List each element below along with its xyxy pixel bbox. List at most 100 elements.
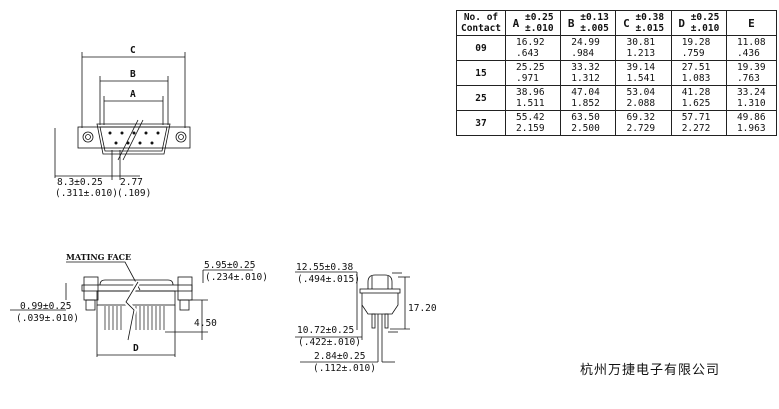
end-dim3-in: (.112±.010): [313, 363, 376, 374]
front-dim2-mm: 2.77: [120, 177, 143, 188]
value-mm: 19.39: [736, 62, 766, 73]
value-in: 2.272: [681, 123, 711, 134]
value-mm: 27.51: [681, 62, 711, 73]
col-letter: E: [748, 16, 755, 30]
dim-a-label: A: [130, 89, 136, 100]
side-dim-top-in: (.234±.010): [205, 272, 268, 283]
value-mm: 49.86: [736, 112, 766, 123]
value-mm: 38.96: [516, 87, 545, 98]
side-view-drawing: [10, 261, 253, 357]
value-mm: 63.50: [571, 112, 600, 123]
front-dim1-mm: 8.3±0.25: [57, 177, 103, 188]
end-dim2-in: (.422±.010): [298, 337, 361, 348]
value-in: .759: [681, 48, 705, 59]
value-mm: 39.14: [626, 62, 656, 73]
company-name: 杭州万捷电子有限公司: [580, 363, 721, 378]
header-col-d: D ±0.25±.010: [670, 10, 727, 36]
value-mm: 33.24: [736, 87, 766, 98]
value-mm: 69.32: [626, 112, 656, 123]
col-letter: B: [567, 16, 575, 30]
tol-mm: ±0.38: [635, 12, 665, 23]
end-dim1-mm: 12.55±0.38: [296, 262, 354, 273]
value-in: .436: [736, 48, 760, 59]
value-mm: 25.25: [516, 62, 545, 73]
dimension-table: No. of Contact A ±0.25±.010 B ±0.13±.005…: [456, 10, 778, 136]
front-dim2-in: (.109): [117, 188, 152, 199]
value-in: 2.500: [571, 123, 600, 134]
header-col-e: E: [725, 10, 778, 36]
tol-in: ±.010: [690, 23, 720, 34]
value-cell: 24.99.984: [560, 35, 617, 61]
value-in: 1.511: [516, 98, 545, 109]
tol-mm: ±0.25: [524, 12, 554, 23]
value-mm: 53.04: [626, 87, 656, 98]
col-tolerance: ±0.25±.010: [691, 12, 720, 34]
value-mm: 19.28: [681, 37, 711, 48]
front-dim1-in: (.311±.010): [55, 188, 118, 199]
value-mm: 24.99: [571, 37, 600, 48]
header-contacts: No. of Contact: [456, 10, 506, 36]
value-mm: 55.42: [516, 112, 545, 123]
dim-d-label: D: [133, 343, 139, 354]
mating-face-label: MATING FACE: [66, 252, 132, 262]
value-in: .984: [571, 48, 595, 59]
value-in: 2.088: [626, 98, 656, 109]
value-in: 1.213: [626, 48, 656, 59]
value-in: 1.963: [736, 123, 766, 134]
dim-b-label: B: [130, 69, 136, 80]
value-mm: 33.32: [571, 62, 600, 73]
end-dim1-in: (.494±.015): [297, 274, 360, 285]
front-view-drawing: [54, 52, 191, 180]
side-dim-left-in: (.039±.010): [16, 313, 79, 324]
end-dim2-mm: 10.72±0.25: [297, 325, 355, 336]
value-mm: 57.71: [681, 112, 711, 123]
value-cell: 19.39.763: [725, 60, 778, 86]
tol-in: ±.015: [635, 23, 665, 34]
value-in: 1.083: [681, 73, 711, 84]
tol-mm: ±0.25: [690, 12, 720, 23]
contacts-cell: 37: [456, 110, 506, 136]
dim-c-label: C: [130, 45, 136, 56]
value-in: 1.625: [681, 98, 711, 109]
col-letter: D: [678, 16, 685, 30]
value-mm: 47.04: [571, 87, 600, 98]
col-tolerance: ±0.13±.005: [580, 12, 609, 34]
value-mm: 30.81: [626, 37, 656, 48]
value-in: 2.159: [516, 123, 545, 134]
end-dim-height: 17.20: [408, 303, 437, 314]
header-col-b: B ±0.13±.005: [560, 10, 617, 36]
value-cell: 19.28.759: [670, 35, 727, 61]
side-dim-left-mm: 0.99±0.25: [20, 301, 72, 312]
header-col-c: C ±0.38±.015: [615, 10, 672, 36]
contacts-cell: 15: [456, 60, 506, 86]
col-tolerance: ±0.25±.010: [525, 12, 554, 34]
value-in: 1.312: [571, 73, 600, 84]
side-dim-top-mm: 5.95±0.25: [204, 260, 256, 271]
contacts-cell: 09: [456, 35, 506, 61]
value-mm: 16.92: [516, 37, 545, 48]
value-cell: 11.08.436: [725, 35, 778, 61]
end-dim3-mm: 2.84±0.25: [314, 351, 366, 362]
col-tolerance: ±0.38±.015: [635, 12, 664, 34]
tol-in: ±.010: [524, 23, 554, 34]
contacts-cell: 25: [456, 85, 506, 111]
col-letter: A: [512, 16, 520, 30]
value-in: 1.310: [736, 98, 766, 109]
value-in: .763: [736, 73, 760, 84]
end-view-drawing: [295, 271, 410, 363]
